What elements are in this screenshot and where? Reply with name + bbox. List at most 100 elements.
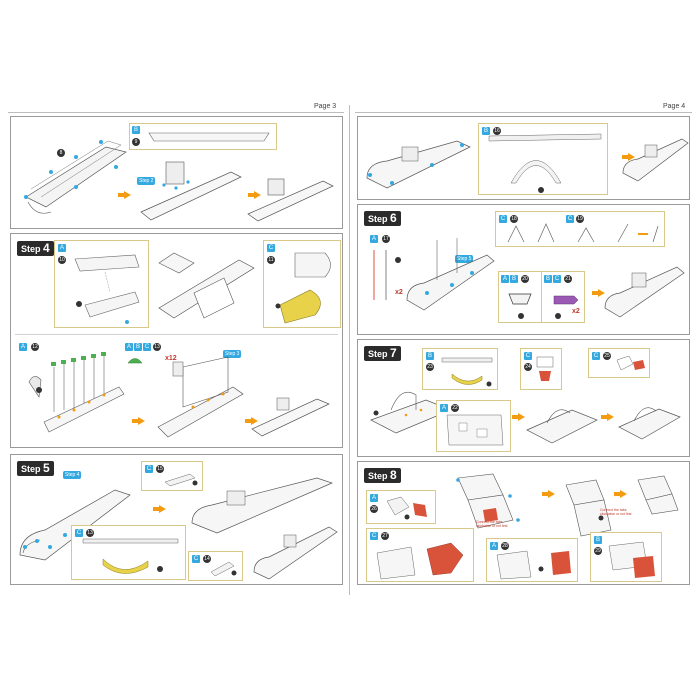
subpanel-step5-c1: C 15: [141, 461, 203, 491]
flow-arrow: [132, 417, 145, 425]
subpanel-step8-b: B 29: [590, 532, 662, 582]
letter-badge: B: [594, 536, 602, 544]
letter-badge: C: [566, 215, 574, 223]
letter-badge: A: [125, 343, 133, 351]
part-number: 17: [382, 235, 390, 243]
subpanel-step4-c: C 11: [263, 240, 341, 328]
letter-badge: A: [440, 404, 448, 412]
part-number: 25: [603, 352, 611, 360]
result-assembly-drawing: [247, 178, 334, 222]
step-word: Step: [368, 214, 388, 224]
part-number: 24: [524, 363, 532, 371]
step-number: 5: [43, 461, 50, 475]
funnel-part-drawing: [386, 496, 427, 520]
letter-badge: A: [370, 494, 378, 502]
letter-badge: C: [499, 215, 507, 223]
letter-badge: C: [267, 244, 275, 252]
railings-drawing: [28, 352, 125, 433]
step-label: Step 7: [364, 346, 401, 361]
flow-arrow: [248, 191, 261, 199]
part-number: 13: [153, 343, 161, 351]
header-rule-left: [8, 112, 344, 113]
letter-badge: B: [482, 127, 490, 135]
multiplier: x2: [572, 308, 580, 315]
part-number: 10: [58, 256, 66, 264]
step-number: 4: [43, 241, 50, 255]
stair-part-drawing: [164, 473, 198, 487]
green-part-icon: [127, 358, 143, 364]
part-number: 13: [86, 529, 94, 537]
letter-badge: C: [592, 352, 600, 360]
step-word: Step: [368, 349, 388, 359]
instruction-note: Connect the tabs clockwise or not first: [476, 520, 508, 528]
hull-step5b-drawing: [191, 477, 333, 534]
step-ref-badge: Step 2: [137, 177, 156, 185]
deck-part-drawing: [74, 254, 140, 324]
funnel-assembly-drawing: [456, 473, 520, 529]
part-number: 22: [451, 404, 459, 412]
letter-badge: A: [58, 244, 66, 252]
multiplier: x2: [395, 289, 403, 296]
part-number: 9: [132, 138, 140, 146]
step-ref-badge: Step 4: [63, 471, 82, 479]
mast-part-drawing: [373, 250, 401, 300]
bow-part-drawing: [275, 252, 331, 324]
step-number: 6: [390, 211, 397, 225]
subpanel-step7-c: C 24: [520, 348, 562, 390]
flow-arrow: [245, 417, 258, 425]
subpanel-step6-top: C 18 C 19: [495, 211, 665, 247]
letter-badge: B: [544, 275, 552, 283]
panel-step-5: Step 5 Step 4 C 15 C 13 C 14: [10, 454, 343, 585]
hull-step4-drawing: [158, 252, 255, 319]
letter-badge: C: [143, 343, 151, 351]
subpanel-step4-a: A 10: [54, 240, 149, 328]
part-number: 15: [156, 465, 164, 473]
letter-badge: C: [145, 465, 153, 473]
subpanel-step6-ab: A B 20: [498, 271, 542, 323]
cabin-part-drawing: [376, 542, 464, 580]
red-tab-drawing: [536, 356, 554, 381]
flow-arrow: [601, 413, 614, 421]
subpanel-step5-c3: C 14: [188, 551, 243, 581]
part-number: 18: [510, 215, 518, 223]
step-label: Step 4: [17, 241, 54, 256]
part-number: 21: [564, 275, 572, 283]
part-number: 14: [203, 555, 211, 563]
subpanel-step7-b: B 23: [422, 348, 498, 390]
railing-assembly-drawing: [157, 356, 244, 438]
part-number: 12: [31, 343, 39, 351]
flow-arrow: [614, 490, 627, 498]
panel-step-6: Step 6 A 17 x2 Step 5 C 18 C 19 A B 20: [357, 204, 690, 335]
step-number: 7: [390, 346, 397, 360]
red-piece-drawing: [616, 355, 645, 371]
letter-badge: A: [370, 235, 378, 243]
hull-assembly-drawing: [24, 140, 127, 214]
letter-badge: B: [510, 275, 518, 283]
step-ref-badge: Step 3: [223, 350, 242, 358]
part-number: 29: [594, 547, 602, 555]
davit-parts-drawing: [507, 223, 659, 243]
step-ref-badge: Step 5: [455, 255, 474, 263]
subpanel-step5-c2: C 13: [71, 525, 186, 580]
part-number: 26: [370, 505, 378, 513]
result-step4-drawing: [251, 397, 330, 437]
panel-step-4: Step 4 A 10 C 11 A 12: [10, 233, 343, 448]
step-label: Step 5: [17, 461, 54, 476]
result-step7-drawing: [618, 407, 681, 440]
flow-arrow: [542, 490, 555, 498]
deck-plate-drawing: [446, 414, 504, 446]
small-part-drawing: [210, 561, 237, 577]
part-number: 11: [267, 256, 275, 264]
flow-arrow: [512, 413, 525, 421]
letter-badge: A: [501, 275, 509, 283]
result-p4-drawing: [622, 138, 689, 182]
flow-arrow: [118, 191, 131, 199]
part-number: 8: [57, 149, 65, 157]
panel-p4-top: B 16: [357, 116, 690, 200]
panel-step-7: Step 7 B 23 C 24 C 25 A 22: [357, 339, 690, 457]
letter-badge: A: [490, 542, 498, 550]
result-step8-drawing: [637, 475, 679, 515]
letter-badge: C: [192, 555, 200, 563]
part-number: 20: [521, 275, 529, 283]
letter-badge: C: [553, 275, 561, 283]
